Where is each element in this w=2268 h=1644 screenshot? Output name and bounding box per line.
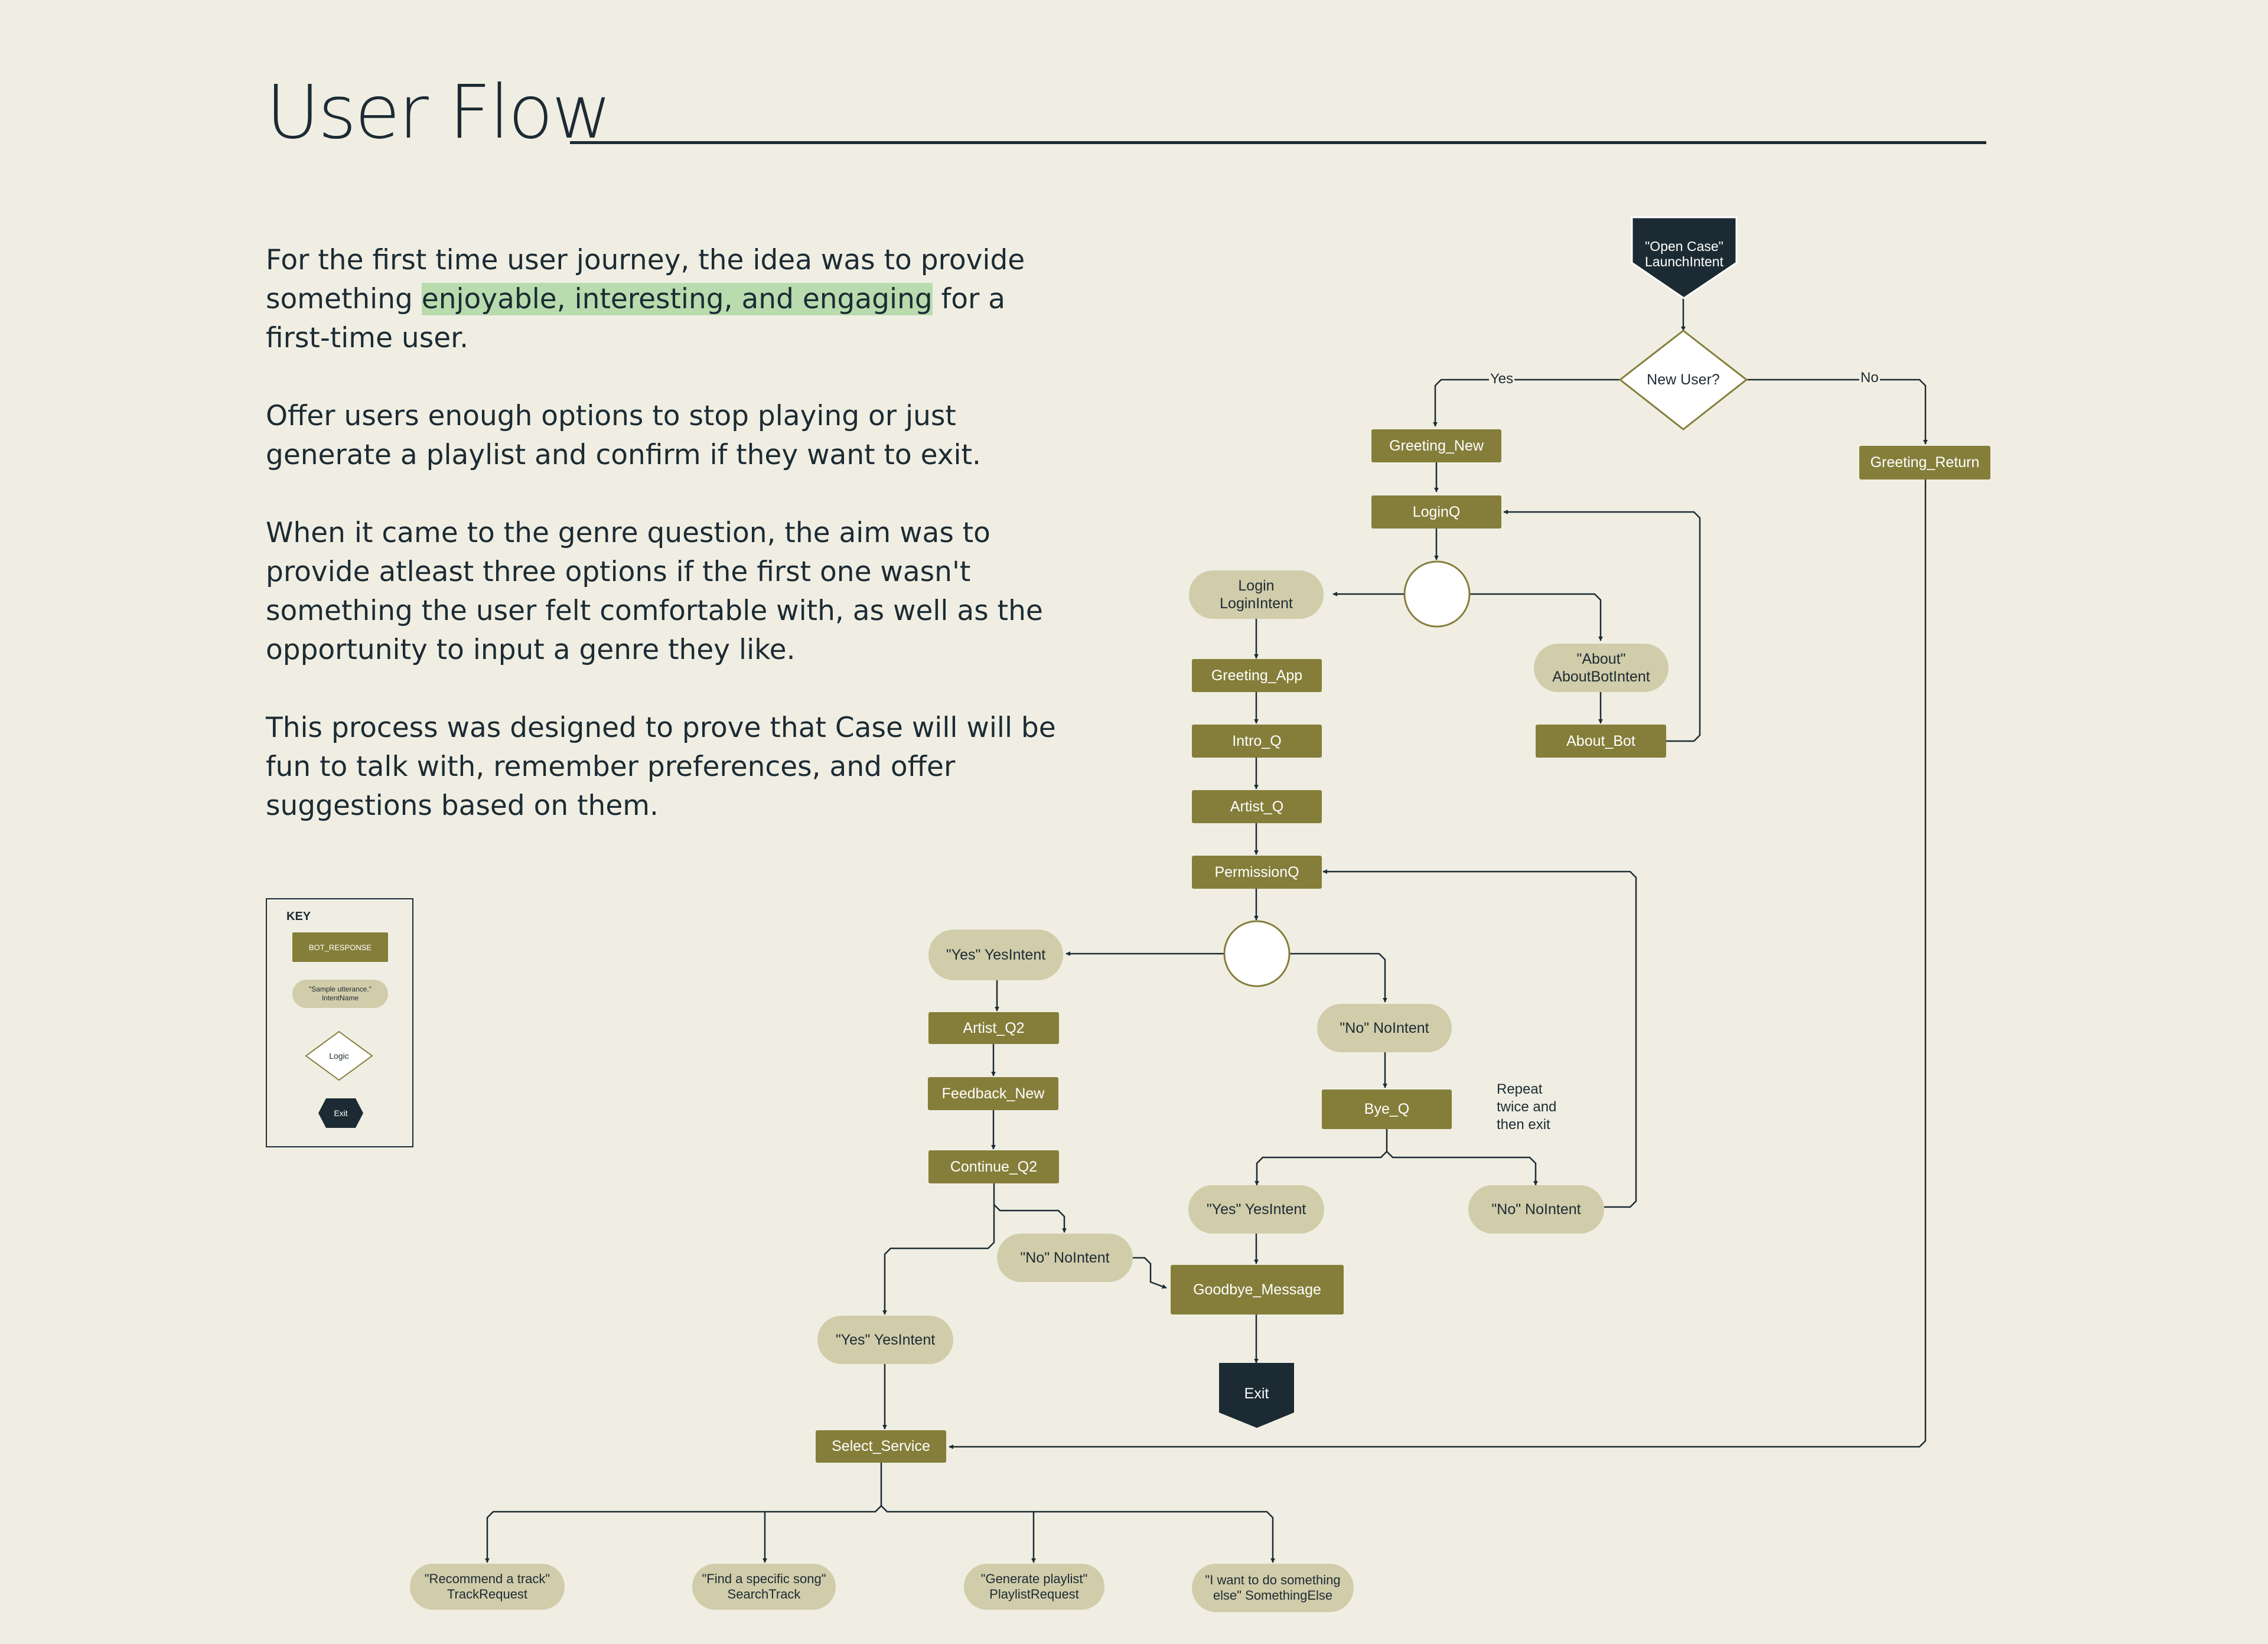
node-artist-q2: Artist_Q2 <box>928 1012 1059 1044</box>
repeat-note: Repeat twice and then exit <box>1497 1081 1557 1133</box>
intro-text: For the first time user journey, the ide… <box>266 241 1057 865</box>
intro-p1-start: For the first time user journey, the ide… <box>266 244 1025 315</box>
key-utterance: "Sample utterance." IntentName <box>292 980 388 1008</box>
node-feedback-new: Feedback_New <box>928 1077 1058 1110</box>
intro-paragraph-1: For the first time user journey, the ide… <box>266 241 1057 358</box>
intro-paragraph-3: When it came to the genre question, the … <box>266 517 1043 666</box>
node-yes-intent-2: "Yes" YesIntent <box>1188 1185 1324 1234</box>
edge-circle-no <box>1289 953 1387 1003</box>
node-no-intent-2: "No" NoIntent <box>1468 1185 1604 1234</box>
edge-select-track <box>485 1463 882 1563</box>
node-login-intent: Login LoginIntent <box>1189 570 1324 619</box>
key-logic-diamond: Logic <box>305 1030 373 1081</box>
node-opt-track: "Recommend a track" TrackRequest <box>410 1564 565 1610</box>
page-title: User Flow <box>266 70 612 155</box>
edge-no <box>1746 379 1928 445</box>
edge-return-select <box>949 480 1927 1449</box>
new-user-decision <box>1618 330 1748 430</box>
node-intro-q: Intro_Q <box>1192 725 1322 758</box>
intro-highlight: enjoyable, interesting, and engaging <box>421 283 933 315</box>
edge-byeq-yes <box>1254 1129 1388 1186</box>
node-about-intent: "About" AboutBotIntent <box>1534 644 1669 692</box>
decision-label: New User? <box>1647 371 1720 388</box>
edge-no-goodbye <box>1133 1257 1167 1289</box>
edge-no-permission <box>1322 869 1637 1208</box>
edge-yes <box>1433 379 1620 427</box>
intro-paragraph-2: Offer users enough options to stop playi… <box>266 400 981 471</box>
node-yes-intent-1: "Yes" YesIntent <box>928 929 1063 980</box>
key-bot-response: BOT_RESPONSE <box>292 932 388 962</box>
node-greeting-app: Greeting_App <box>1192 659 1322 692</box>
node-opt-song: "Find a specific song" SearchTrack <box>692 1564 836 1610</box>
edge-aboutbot-loginq <box>1503 510 1701 742</box>
key-exit-shape: Exit <box>318 1098 363 1128</box>
yes-edge-label: Yes <box>1489 371 1515 387</box>
node-bye-q: Bye_Q <box>1322 1090 1452 1129</box>
node-loginq: LoginQ <box>1371 495 1501 529</box>
node-select-service: Select_Service <box>816 1430 946 1463</box>
exit-shape <box>1219 1363 1294 1428</box>
node-permissionq: PermissionQ <box>1192 856 1322 889</box>
key-logic-label: Logic <box>329 1051 348 1061</box>
node-continue-q2: Continue_Q2 <box>928 1150 1059 1183</box>
key-title: KEY <box>286 910 311 923</box>
node-artist-q: Artist_Q <box>1192 790 1322 823</box>
legend-key: KEY BOT_RESPONSE "Sample utterance." Int… <box>266 898 413 1147</box>
edge-continue-no <box>993 1183 1067 1233</box>
node-greeting-return: Greeting_Return <box>1859 446 1990 480</box>
node-yes-intent-3: "Yes" YesIntent <box>817 1316 953 1364</box>
edge-select-else <box>881 1505 1275 1563</box>
start-launch-shape <box>1631 216 1738 299</box>
login-branch-circle <box>1403 560 1471 628</box>
edge-continue-yes <box>882 1205 995 1315</box>
node-greeting-new: Greeting_New <box>1371 429 1501 462</box>
exit-label: Exit <box>1244 1385 1269 1402</box>
key-exit-label: Exit <box>334 1108 347 1118</box>
title-underline <box>570 141 1986 144</box>
edge-circle-about <box>1469 593 1603 641</box>
intro-paragraph-4: This process was designed to prove that … <box>266 712 1056 822</box>
intro-p1-end: for a first-time user. <box>266 283 1006 354</box>
node-opt-playlist: "Generate playlist" PlaylistRequest <box>964 1564 1104 1610</box>
no-edge-label: No <box>1859 370 1880 386</box>
node-goodbye-message: Goodbye_Message <box>1171 1265 1344 1314</box>
node-no-intent-1: "No" NoIntent <box>1317 1004 1452 1052</box>
node-about-bot: About_Bot <box>1536 725 1666 758</box>
edge-byeq-no <box>1386 1151 1538 1186</box>
node-no-intent-3: "No" NoIntent <box>997 1234 1133 1282</box>
node-opt-else: "I want to do something else" SomethingE… <box>1192 1564 1354 1612</box>
permission-branch-circle <box>1223 920 1291 987</box>
start-launch-label: "Open Case" LaunchIntent <box>1644 239 1723 269</box>
